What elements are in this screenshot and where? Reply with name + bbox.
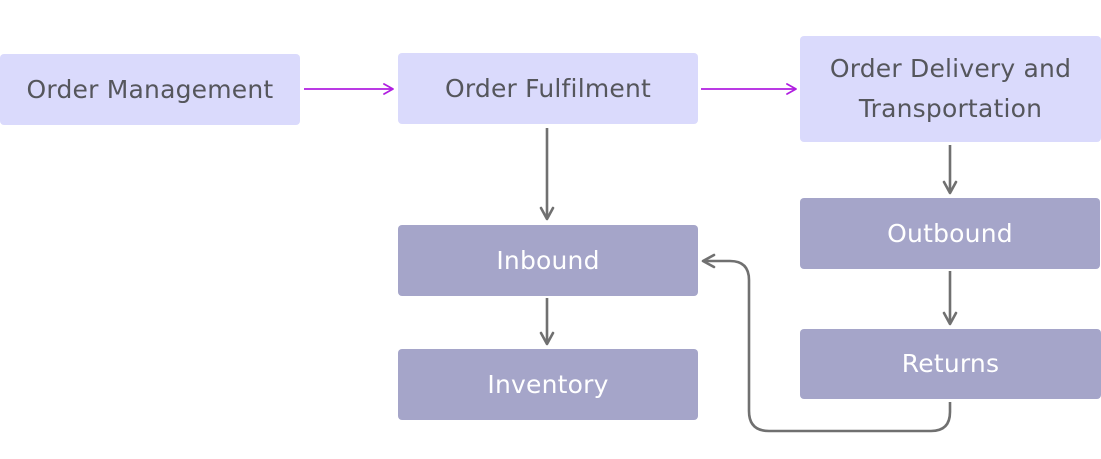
node-outbound[interactable]: Outbound [800, 198, 1100, 269]
node-inbound[interactable]: Inbound [398, 225, 698, 296]
node-label: Order Fulfilment [444, 73, 652, 103]
node-label: Inventory [487, 369, 609, 399]
node-label: Order Management [26, 74, 274, 104]
node-label: Returns [901, 349, 1000, 378]
node-order-fulfilment[interactable]: Order Fulfilment [398, 53, 698, 124]
node-label: Inbound [496, 245, 600, 275]
node-label-line-2: Transportation [858, 94, 1043, 123]
node-returns[interactable]: Returns [800, 329, 1101, 399]
node-label-line-1: Order Delivery and [829, 54, 1072, 83]
node-label: Outbound [887, 218, 1013, 248]
node-order-management[interactable]: Order Management [0, 54, 300, 125]
node-order-delivery-transportation[interactable]: Order Delivery and Transportation [800, 36, 1101, 142]
node-inventory[interactable]: Inventory [398, 349, 698, 420]
edge-returns-to-inbound [701, 253, 952, 433]
